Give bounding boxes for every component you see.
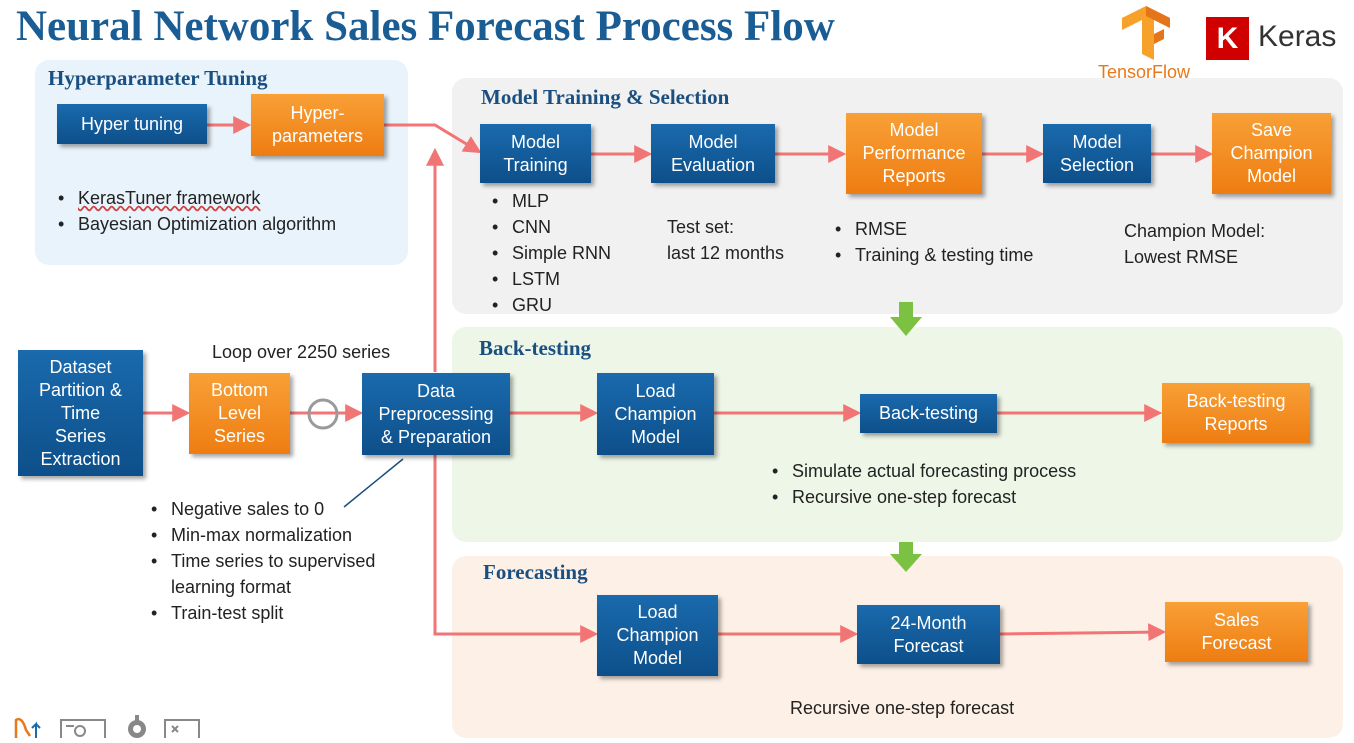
prep-bullet: Time series to supervised xyxy=(149,548,375,574)
backtest-bullet: Simulate actual forecasting process xyxy=(770,458,1076,484)
forecast-24-month-box: 24-Month Forecast xyxy=(857,605,1000,664)
model-type-item: Simple RNN xyxy=(490,240,611,266)
backtesting-box: Back-testing xyxy=(860,394,997,433)
training-title: Model Training & Selection xyxy=(481,85,730,109)
forecast-load-champion-box: Load Champion Model xyxy=(597,595,718,676)
hyperparameter-title: Hyperparameter Tuning xyxy=(48,66,268,90)
loop-label: Loop over 2250 series xyxy=(212,342,391,362)
backtest-load-champion-box: Load Champion Model xyxy=(597,373,714,455)
bottom-level-series-box: Bottom Level Series xyxy=(189,373,290,454)
chart-icon xyxy=(14,716,50,743)
prep-bullet: Negative sales to 0 xyxy=(149,496,375,522)
tensorflow-logo xyxy=(1108,4,1188,62)
function-icon xyxy=(164,718,202,743)
model-type-item: GRU xyxy=(490,292,611,318)
model-evaluation-box: Model Evaluation xyxy=(651,124,775,183)
model-selection-box: Model Selection xyxy=(1043,124,1151,183)
dataset-icon xyxy=(60,716,108,743)
forecasting-note: Recursive one-step forecast xyxy=(790,698,1015,718)
keras-wordmark: Keras xyxy=(1258,20,1337,53)
dataset-partition-box: Dataset Partition & Time Series Extracti… xyxy=(18,350,143,476)
metric-item: RMSE xyxy=(833,216,1033,242)
hyperparameters-box: Hyper- parameters xyxy=(251,94,384,156)
model-training-box: Model Training xyxy=(480,124,591,183)
model-type-list: MLP CNN Simple RNN LSTM GRU xyxy=(490,188,611,318)
test-set-note: Test set: last 12 months xyxy=(667,217,785,263)
loop-icon xyxy=(309,400,337,428)
forecasting-title: Forecasting xyxy=(483,560,588,584)
bullet-bayesian: Bayesian Optimization algorithm xyxy=(56,211,336,237)
backtesting-title: Back-testing xyxy=(479,336,591,360)
metric-item: Training & testing time xyxy=(833,242,1033,268)
hyper-tuning-box: Hyper tuning xyxy=(57,104,207,144)
model-type-item: LSTM xyxy=(490,266,611,292)
tensorflow-wordmark: TensorFlow xyxy=(1098,62,1191,82)
metrics-list: RMSE Training & testing time xyxy=(833,216,1033,268)
model-performance-reports-box: Model Performance Reports xyxy=(846,113,982,194)
gear-icon xyxy=(120,714,154,743)
prep-bullet-continuation: learning format xyxy=(171,577,292,597)
save-champion-model-box: Save Champion Model xyxy=(1212,113,1331,194)
page-title: Neural Network Sales Forecast Process Fl… xyxy=(16,3,835,50)
backtesting-bullet-list: Simulate actual forecasting process Recu… xyxy=(770,458,1076,510)
backtesting-reports-box: Back-testing Reports xyxy=(1162,383,1310,443)
prep-bullet: Train-test split xyxy=(149,600,375,626)
champion-note: Champion Model: Lowest RMSE xyxy=(1124,221,1266,267)
data-preprocessing-box: Data Preprocessing & Preparation xyxy=(362,373,510,455)
preprocessing-bullet-list: Negative sales to 0 Min-max normalizatio… xyxy=(149,496,375,626)
sales-forecast-box: Sales Forecast xyxy=(1165,602,1308,662)
model-type-item: CNN xyxy=(490,214,611,240)
prep-bullet: Min-max normalization xyxy=(149,522,375,548)
model-type-item: MLP xyxy=(490,188,611,214)
keras-logo: K xyxy=(1206,17,1249,60)
bullet-kerastuner: KerasTuner framework xyxy=(56,185,336,211)
backtest-bullet: Recursive one-step forecast xyxy=(770,484,1076,510)
hyper-bullet-list: KerasTuner framework Bayesian Optimizati… xyxy=(56,185,336,237)
